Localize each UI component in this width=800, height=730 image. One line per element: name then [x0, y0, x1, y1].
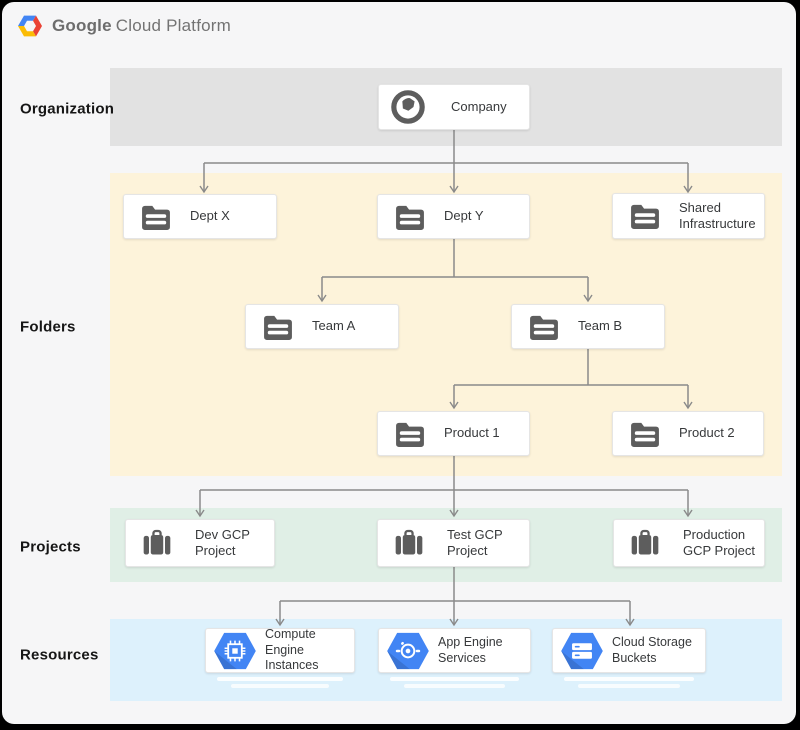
app-engine-icon: [386, 632, 430, 670]
node-label: Cloud Storage Buckets: [612, 634, 692, 665]
folder-icon: [629, 421, 661, 447]
node-label: Dev GCP Project: [195, 526, 250, 558]
card-stack-strip: [217, 677, 343, 681]
layer-label-projects: Projects: [20, 538, 81, 556]
node-label: Company: [451, 98, 507, 114]
node-card-product-1: Product 1: [377, 411, 530, 456]
globe-icon: [391, 90, 425, 124]
card-stack-strip: [390, 677, 519, 681]
card-stack-strip: [404, 684, 505, 688]
folder-icon: [394, 421, 426, 447]
folder-icon: [140, 204, 172, 230]
briefcase-icon: [141, 527, 173, 559]
compute-engine-icon: [213, 632, 257, 670]
node-label: Dept X: [190, 208, 230, 224]
folder-icon: [629, 203, 661, 229]
node-card-team-b: Team B: [511, 304, 665, 349]
node-label: App Engine Services: [438, 634, 503, 665]
layer-label-folders: Folders: [20, 318, 76, 336]
node-card-compute-engine-instances: Compute Engine Instances: [205, 627, 355, 673]
node-label: Compute Engine Instances: [265, 627, 319, 673]
layer-label-resources: Resources: [20, 646, 99, 664]
node-label: Product 1: [444, 425, 500, 441]
brand-cloud-platform: Cloud Platform: [115, 16, 231, 35]
card-stack-strip: [578, 684, 680, 688]
node-card-dept-x: Dept X: [123, 194, 277, 239]
node-card-dept-y: Dept Y: [377, 194, 530, 239]
layer-label-organization: Organization: [20, 100, 115, 118]
node-card-dev-gcp-project: Dev GCP Project: [125, 519, 275, 567]
brand-google: Google: [52, 16, 112, 35]
node-label: Dept Y: [444, 208, 484, 224]
briefcase-icon: [629, 527, 661, 559]
folder-icon: [262, 314, 294, 340]
node-label: Production GCP Project: [683, 526, 756, 558]
gcp-logo-icon: [16, 12, 44, 40]
node-card-app-engine-services: App Engine Services: [378, 628, 531, 673]
node-card-production-gcp-project: Production GCP Project: [613, 519, 765, 567]
node-label: Shared Infrastructure: [679, 199, 756, 231]
node-label: Team B: [578, 318, 623, 334]
node-card-shared-infrastructure: Shared Infrastructure: [612, 193, 765, 239]
briefcase-icon: [393, 527, 425, 559]
node-label: Team A: [312, 318, 356, 334]
folder-icon: [528, 314, 560, 340]
card-stack-strip: [564, 677, 694, 681]
node-card-company: Company: [378, 84, 530, 130]
node-card-team-a: Team A: [245, 304, 399, 349]
card-stack-strip: [231, 684, 329, 688]
node-card-cloud-storage-buckets: Cloud Storage Buckets: [552, 628, 706, 673]
cloud-storage-icon: [560, 632, 604, 670]
node-card-product-2: Product 2: [612, 411, 764, 456]
node-card-test-gcp-project: Test GCP Project: [377, 519, 530, 567]
folder-icon: [394, 204, 426, 230]
node-label: Product 2: [679, 425, 735, 441]
node-label: Test GCP Project: [447, 526, 503, 558]
